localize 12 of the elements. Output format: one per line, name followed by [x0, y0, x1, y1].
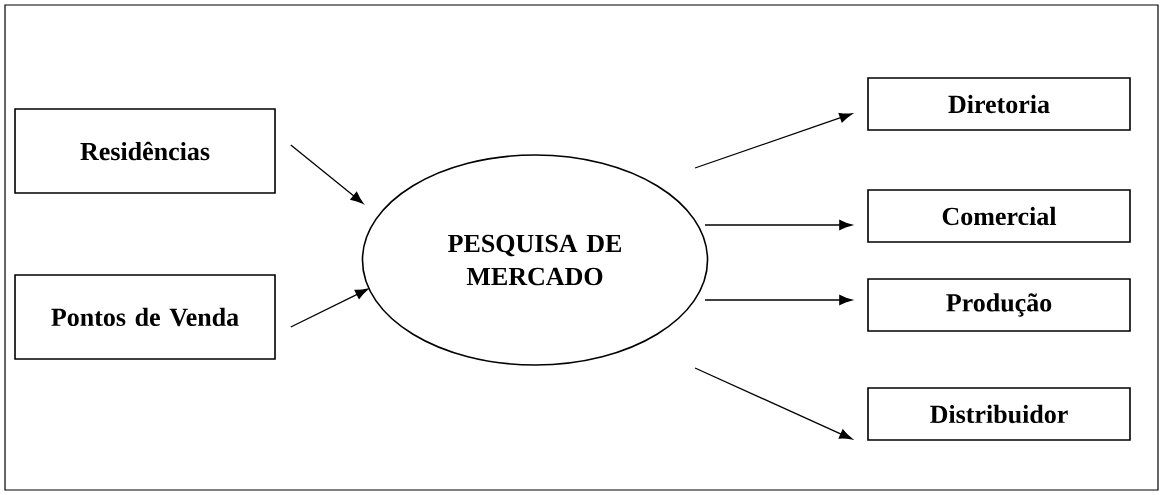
- department-box: Distribuidor: [867, 387, 1131, 441]
- arrow: [694, 367, 853, 440]
- department-box: Comercial: [867, 189, 1131, 243]
- department-box: Produção: [867, 278, 1131, 332]
- source-box: Pontos de Venda: [14, 274, 276, 360]
- department-box: Diretoria: [867, 77, 1131, 131]
- arrow: [704, 219, 853, 231]
- arrow: [290, 144, 364, 204]
- arrow: [704, 294, 853, 305]
- source-box: Residências: [14, 108, 276, 194]
- arrow: [694, 112, 853, 169]
- arrow: [290, 288, 369, 328]
